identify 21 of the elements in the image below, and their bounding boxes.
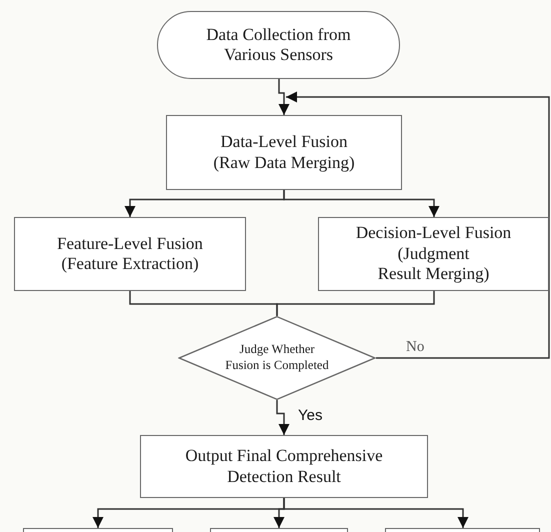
node-subtitle: (Judgment Result Merging) <box>376 244 490 285</box>
arrow <box>283 190 440 217</box>
process-box <box>140 435 428 498</box>
node-subtitle: (Raw Data Merging) <box>213 152 355 173</box>
node-title: Output Final Comprehensive Detection Result <box>184 446 384 487</box>
arrow <box>286 92 550 359</box>
decision-diamond <box>178 316 376 400</box>
node-title: Feature-Level Fusion <box>57 234 203 254</box>
node-title: Data-Level Fusion <box>220 132 348 152</box>
process-box <box>318 217 549 291</box>
process-box <box>166 115 402 190</box>
node-title: Data Collection from Various Sensors <box>205 24 352 66</box>
edge-label: No <box>406 339 424 356</box>
arrow <box>276 400 290 435</box>
node-title: Decision-Level Fusion <box>356 223 512 244</box>
arrow <box>278 79 290 115</box>
process-box <box>14 217 246 291</box>
arrow <box>283 498 468 528</box>
node-title: Judge Whether Fusion is Completed <box>224 342 330 374</box>
edge-label: Yes <box>298 407 322 424</box>
node-subtitle: (Feature Extraction) <box>61 254 199 274</box>
